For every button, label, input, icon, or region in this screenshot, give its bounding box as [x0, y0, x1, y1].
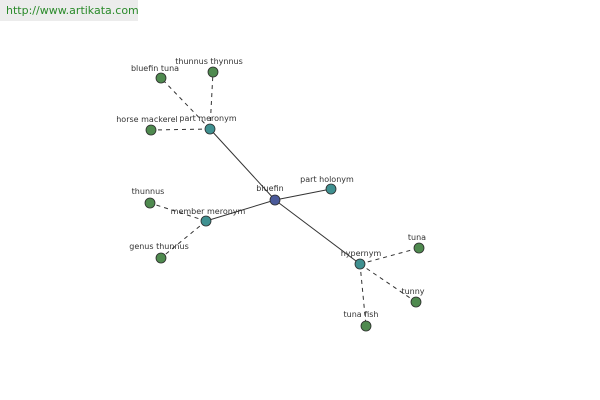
edges-layer — [149, 71, 420, 327]
node-label: part meronym — [179, 114, 236, 123]
node-bluefin[interactable]: bluefin — [256, 184, 284, 206]
node-label: tunny — [401, 287, 424, 296]
node-part-meronym[interactable]: part meronym — [179, 114, 237, 135]
node-marker[interactable] — [360, 320, 372, 332]
node-genus-thunnus[interactable]: genus thunnus — [129, 242, 189, 264]
node-marker[interactable] — [325, 183, 337, 195]
node-thunnus-thynnus[interactable]: thunnus thynnus — [175, 57, 243, 78]
node-marker[interactable] — [155, 72, 167, 84]
node-marker[interactable] — [204, 123, 216, 135]
edge-part-meronym-to-thunnus-thynnus — [209, 71, 214, 130]
node-bluefin-tuna[interactable]: bluefin tuna — [131, 64, 179, 84]
node-label: bluefin tuna — [131, 64, 179, 73]
node-marker[interactable] — [145, 124, 157, 136]
source-link[interactable]: http://www.artikata.com — [0, 0, 139, 21]
node-label: bluefin — [256, 184, 283, 193]
edge-bluefin-to-part-holonym — [274, 188, 332, 201]
node-part-holonym[interactable]: part holonym — [300, 175, 354, 195]
node-label: horse mackerel — [116, 115, 178, 124]
node-marker[interactable] — [144, 197, 156, 209]
edge-part-meronym-to-horse-mackerel — [150, 128, 211, 131]
node-marker[interactable] — [207, 66, 219, 78]
edge-member-meronym-to-thunnus — [149, 202, 207, 222]
node-label: hypernym — [341, 249, 382, 258]
node-marker[interactable] — [200, 215, 212, 227]
node-label: tuna fish — [344, 310, 379, 319]
node-label: thunnus — [132, 187, 165, 196]
node-label: part holonym — [300, 175, 354, 184]
node-marker[interactable] — [354, 258, 366, 270]
edge-bluefin-to-member-meronym — [205, 199, 276, 222]
edge-bluefin-to-hypernym — [274, 199, 361, 265]
node-marker[interactable] — [155, 252, 167, 264]
node-tunny[interactable]: tunny — [401, 287, 425, 308]
edge-member-meronym-to-genus-thunnus — [160, 220, 207, 259]
edge-part-meronym-to-bluefin-tuna — [160, 77, 211, 130]
node-marker[interactable] — [269, 194, 281, 206]
node-tuna-fish[interactable]: tuna fish — [344, 310, 379, 332]
edge-hypernym-to-tuna-fish — [359, 263, 367, 327]
node-hypernym[interactable]: hypernym — [341, 249, 382, 270]
node-label: thunnus thynnus — [175, 57, 243, 66]
edge-hypernym-to-tuna — [359, 247, 420, 265]
edge-bluefin-to-part-meronym — [209, 128, 276, 201]
node-marker[interactable] — [413, 242, 425, 254]
node-member-meronym[interactable]: member meronym — [171, 207, 246, 227]
node-label: genus thunnus — [129, 242, 189, 251]
node-label: tuna — [408, 233, 426, 242]
node-marker[interactable] — [410, 296, 422, 308]
edge-hypernym-to-tunny — [359, 263, 417, 303]
node-horse-mackerel[interactable]: horse mackerel — [116, 115, 178, 136]
node-tuna[interactable]: tuna — [408, 233, 426, 254]
nodes-layer: bluefin part meronym member meronym part ho… — [116, 57, 426, 332]
node-thunnus[interactable]: thunnus — [132, 187, 165, 209]
node-label: member meronym — [171, 207, 246, 216]
